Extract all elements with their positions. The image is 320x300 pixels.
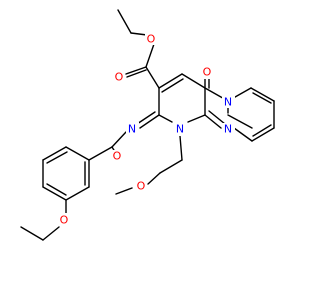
atom-label-n-ring-top: N [224,96,232,109]
atom-n-ring-top: N [222,95,235,109]
atom-n-ring-2: N [222,123,235,136]
atom-label-o-methoxy: O [137,180,146,193]
atom-o-ester-carbonyl: O [113,70,125,84]
atom-o-methoxy: O [135,179,147,193]
atom-o-amide: O [111,150,123,163]
atom-label-n-imine: N [128,123,136,136]
atom-n-imine: N [126,122,139,136]
atom-label-o-amide: O [113,150,122,163]
atom-label-layer: O O O N N N N [58,32,235,227]
atom-n-ring-1: N [174,123,187,136]
atom-label-o-ester-carbonyl: O [115,71,124,84]
atom-o-ring-carbonyl: O [201,66,213,79]
atom-label-o-ring-carbonyl: O [203,66,212,79]
structure-canvas: O O O N N N N [20,9,275,241]
molecule-structure: O O O N N N N [20,9,275,241]
atom-label-n-ring-2: N [224,123,232,136]
atom-label-n-ring-1: N [176,123,184,136]
atom-o-ethoxy: O [58,213,70,227]
atom-o-ester-ring: O [145,32,157,46]
bond-layer [20,9,275,241]
atom-label-o-ester-ring: O [147,33,156,46]
atom-label-o-ethoxy: O [60,214,69,227]
